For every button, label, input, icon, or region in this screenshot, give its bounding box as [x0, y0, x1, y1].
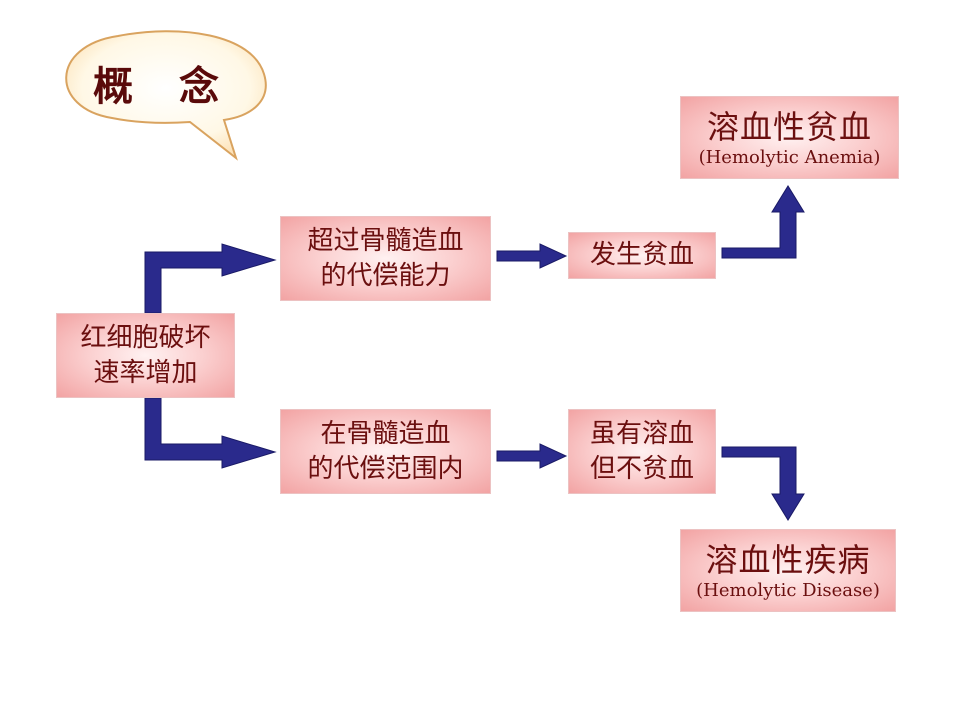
no-anemia-line-2: 但不贫血	[589, 453, 694, 484]
no-anemia-line-1: 虽有溶血	[589, 418, 694, 449]
anemia-occurs-line: 发生贫血	[589, 240, 694, 270]
hemolytic-disease-en: (Hemolytic Disease)	[696, 579, 880, 601]
cause-line-1: 红细胞破坏	[80, 322, 211, 353]
arrow-exceed-to-anemia	[496, 243, 568, 269]
hemolytic-disease-box: 溶血性疾病 (Hemolytic Disease)	[680, 529, 896, 612]
arrow-cause-to-within	[144, 397, 277, 469]
hemolytic-anemia-box: 溶血性贫血 (Hemolytic Anemia)	[680, 96, 899, 179]
cause-line-2: 速率增加	[93, 357, 198, 388]
hemolytic-anemia-en: (Hemolytic Anemia)	[698, 146, 881, 168]
no-anemia-box: 虽有溶血 但不贫血	[568, 409, 716, 494]
exceed-line-1: 超过骨髓造血	[307, 225, 464, 256]
hemolytic-anemia-zh: 溶血性贫血	[706, 107, 872, 146]
page-title: 概 念	[93, 63, 235, 110]
within-capacity-box: 在骨髓造血 的代偿范围内	[280, 409, 491, 494]
anemia-occurs-box: 发生贫血	[568, 232, 716, 279]
within-line-2: 的代偿范围内	[307, 453, 464, 484]
exceed-capacity-box: 超过骨髓造血 的代偿能力	[280, 216, 491, 301]
arrow-within-to-no-anemia	[496, 443, 568, 469]
arrow-no-anemia-to-hemolytic-disease	[721, 446, 805, 521]
callout-bubble	[65, 30, 267, 161]
hemolytic-disease-zh: 溶血性疾病	[705, 540, 871, 579]
arrow-anemia-to-hemolytic-anemia	[721, 185, 805, 259]
exceed-line-2: 的代偿能力	[320, 260, 451, 291]
cause-box: 红细胞破坏 速率增加	[56, 313, 235, 398]
arrow-cause-to-exceed	[144, 243, 277, 314]
within-line-1: 在骨髓造血	[320, 418, 451, 449]
